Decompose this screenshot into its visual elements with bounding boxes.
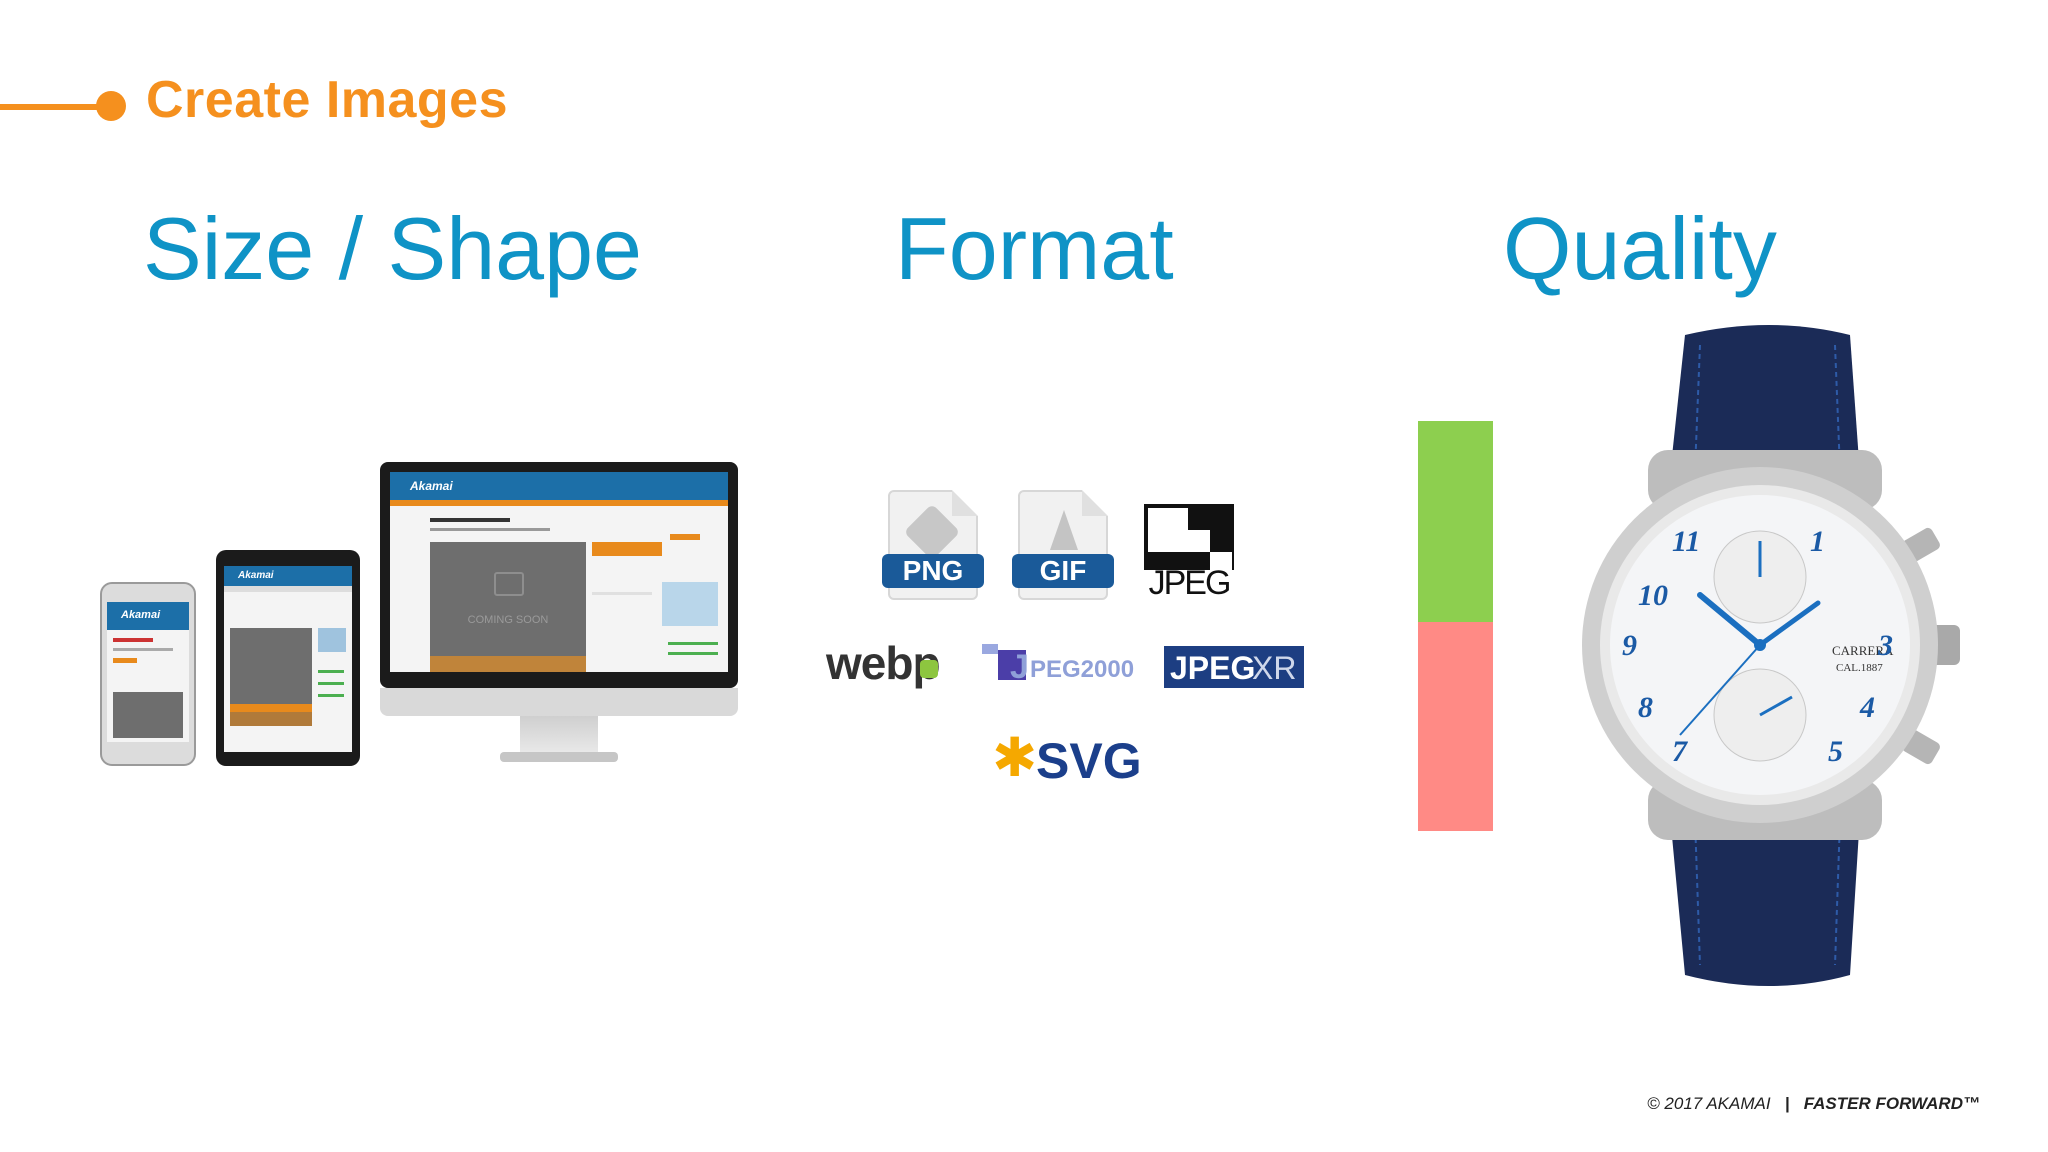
footer-copyright: © 2017 AKAMAI	[1647, 1094, 1771, 1113]
webp-logo: webp	[826, 636, 966, 690]
quality-bar-high	[1418, 421, 1493, 622]
jpeg2000-logo: J PEG2000	[980, 644, 1150, 696]
heading-size-shape: Size / Shape	[143, 199, 642, 298]
svg-logo: ✱ SVG	[992, 728, 1142, 790]
footer-tagline: FASTER FORWARD™	[1803, 1094, 1980, 1113]
footer-separator: |	[1784, 1094, 1790, 1113]
monitor-photo-placeholder: COMING SOON	[430, 542, 586, 656]
watch-numeral-4: 4	[1859, 691, 1875, 724]
gif-file-icon: GIF	[1012, 490, 1114, 602]
watch-numeral-3: 3	[1877, 629, 1893, 662]
phone-screen: Akamai	[107, 602, 189, 742]
tablet-logo: Akamai	[238, 570, 274, 581]
heading-quality: Quality	[1503, 199, 1777, 298]
title-accent-line	[0, 104, 105, 110]
monitor-logo: Akamai	[410, 479, 453, 493]
desktop-monitor: Akamai COMING SOON	[380, 462, 738, 766]
watch-numeral-8: 8	[1638, 691, 1653, 724]
jpeg-logo: JPEG	[1144, 504, 1234, 602]
jpegxr-label-a: JPEG	[1170, 650, 1256, 686]
watch-image: CARRERA CAL.1887 11 1 10 9 3 8 4 7 5	[1582, 325, 1960, 986]
watch-numeral-11: 11	[1672, 525, 1700, 558]
watch-numeral-1: 1	[1810, 525, 1825, 558]
tablet-device: Akamai	[216, 550, 360, 766]
watch-numeral-5: 5	[1828, 735, 1843, 768]
phone-device: Akamai	[100, 582, 196, 766]
watch-numeral-10: 10	[1638, 579, 1668, 612]
heading-format: Format	[895, 199, 1174, 298]
jpeg-label: JPEG	[1148, 564, 1232, 602]
png-label: PNG	[882, 554, 984, 588]
svg-label: SVG	[1036, 733, 1142, 789]
phone-logo: Akamai	[121, 609, 161, 621]
jpegxr-label-b: XR	[1252, 650, 1297, 686]
watch-brand-line1: CARRERA	[1832, 643, 1894, 658]
svg-asterisk-icon: ✱	[992, 728, 1038, 788]
watch-numeral-7: 7	[1672, 735, 1688, 768]
slide-title: Create Images	[146, 71, 509, 129]
title-accent-dot	[96, 91, 126, 121]
devices-illustration: Akamai Akamai Akamai	[100, 460, 740, 770]
tablet-screen: Akamai	[224, 566, 352, 752]
jpegxr-logo: JPEG XR	[1164, 646, 1304, 688]
footer: © 2017 AKAMAI | FASTER FORWARD™	[1647, 1094, 1980, 1114]
quality-bar-low	[1418, 622, 1493, 831]
jpeg2000-label: PEG2000	[1030, 656, 1135, 683]
png-file-icon: PNG	[882, 490, 984, 602]
watch-brand-line2: CAL.1887	[1836, 662, 1883, 674]
jpeg2000-j: J	[1010, 648, 1029, 686]
quality-bar	[1418, 421, 1493, 831]
gif-label: GIF	[1012, 554, 1114, 588]
monitor-screen: Akamai COMING SOON	[390, 472, 728, 672]
watch-numeral-9: 9	[1622, 629, 1637, 662]
coming-soon-text: COMING SOON	[467, 614, 549, 626]
